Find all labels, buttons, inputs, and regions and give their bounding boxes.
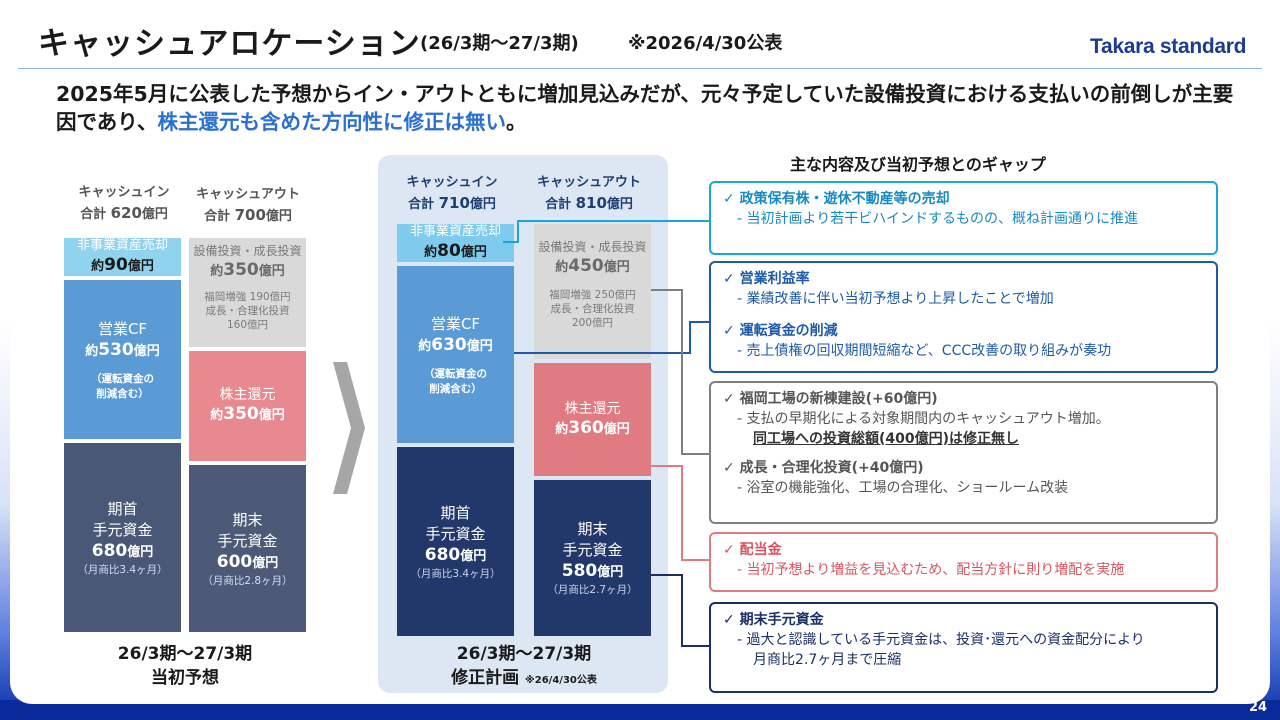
revised-begin-cash-block: 期首 手元資金 680億円 （月商比3.4ヶ月） [397, 447, 514, 636]
revised-caption: 26/3期～27/3期 修正計画 ※26/4/30公表 [451, 644, 597, 688]
slide-title: キャッシュアロケーション [38, 26, 421, 62]
lead-text: 2025年5月に公表した予想からイン・アウトともに増加見込みだが、元々予定してい… [56, 80, 1236, 136]
initial-nonbiz-block: 非事業資産売却 約90億円 [64, 238, 181, 276]
initial-out-header: キャッシュアウト 合計 700億円 [188, 185, 308, 227]
initial-in-title: キャッシュイン [78, 185, 170, 200]
revised-end-cash-block: 期末 手元資金 580億円 （月商比2.7ヶ月） [534, 480, 651, 636]
initial-opcf-block: 営業CF 約530億円 （運転資金の 削減含む） [64, 280, 181, 439]
revised-out-title: キャッシュアウト [537, 175, 641, 190]
initial-capex-block: 設備投資・成長投資 約350億円 福岡増強 190億円 成長・合理化投資 160… [189, 238, 306, 347]
initial-in-header: キャッシュイン 合計 620億円 [64, 183, 184, 225]
gap-box-end-cash: ✓ 期末手元資金 - 過大と認識している手元資金は、投資･還元への資金配分により… [709, 602, 1218, 693]
gap-box-operating: ✓ 営業利益率 - 業績改善に伴い当初予想より上昇したことで増加 ✓ 運転資金の… [709, 261, 1218, 373]
gap-box-capex: ✓ 福岡工場の新棟建設(+60億円) - 支払の早期化による対象期間内のキャッシ… [709, 381, 1218, 524]
revised-capex-block: 設備投資・成長投資 約450億円 福岡増強 250億円 成長・合理化投資 200… [534, 224, 651, 359]
revised-out-total: 合計 810億円 [545, 194, 633, 212]
gap-box-dividend: ✓ 配当金 - 当初予想より増益を見込むため、配当方針に則り増配を実施 [709, 532, 1218, 592]
revised-nonbiz-block: 非事業資産売却 約80億円 [397, 224, 514, 262]
header-rule [18, 68, 1262, 69]
gap-title: 主な内容及び当初予想とのギャップ [790, 155, 1046, 174]
lead-text-part2: 。 [505, 110, 527, 134]
initial-out-title: キャッシュアウト [196, 187, 300, 202]
initial-out-total: 合計 700億円 [204, 206, 292, 224]
lead-text-part1: 2025年5月に公表した予想からイン・アウトともに増加見込みだが、元々予定してい… [56, 82, 1234, 134]
revised-in-total: 合計 710億円 [408, 194, 496, 212]
revised-out-header: キャッシュアウト 合計 810億円 [528, 173, 650, 215]
page-number: 24 [1249, 700, 1268, 715]
footer-band [0, 700, 1280, 720]
initial-return-block: 株主還元 約350億円 [189, 351, 306, 461]
chevron-right-icon [333, 362, 365, 494]
revised-in-header: キャッシュイン 合計 710億円 [396, 173, 508, 215]
initial-end-cash-block: 期末 手元資金 600億円 （月商比2.8ヶ月） [189, 465, 306, 632]
initial-caption: 26/3期～27/3期 当初予想 [117, 644, 253, 688]
revised-return-block: 株主還元 約360億円 [534, 363, 651, 476]
initial-begin-cash-block: 期首 手元資金 680億円 （月商比3.4ヶ月） [64, 443, 181, 632]
lead-highlight: 株主還元も含めた方向性に修正は無い [157, 110, 506, 134]
title-period: (26/3期～27/3期) [420, 33, 579, 54]
company-logo: Takara standard [1090, 35, 1247, 58]
initial-in-total: 合計 620億円 [80, 204, 168, 222]
revised-opcf-block: 営業CF 約630億円 （運転資金の 削減含む） [397, 266, 514, 443]
revised-in-title: キャッシュイン [406, 175, 498, 190]
title-note: ※2026/4/30公表 [628, 33, 783, 54]
gap-box-asset-sale: ✓ 政策保有株・遊休不動産等の売却 - 当初計画より若干ビハインドするものの、概… [709, 181, 1218, 255]
